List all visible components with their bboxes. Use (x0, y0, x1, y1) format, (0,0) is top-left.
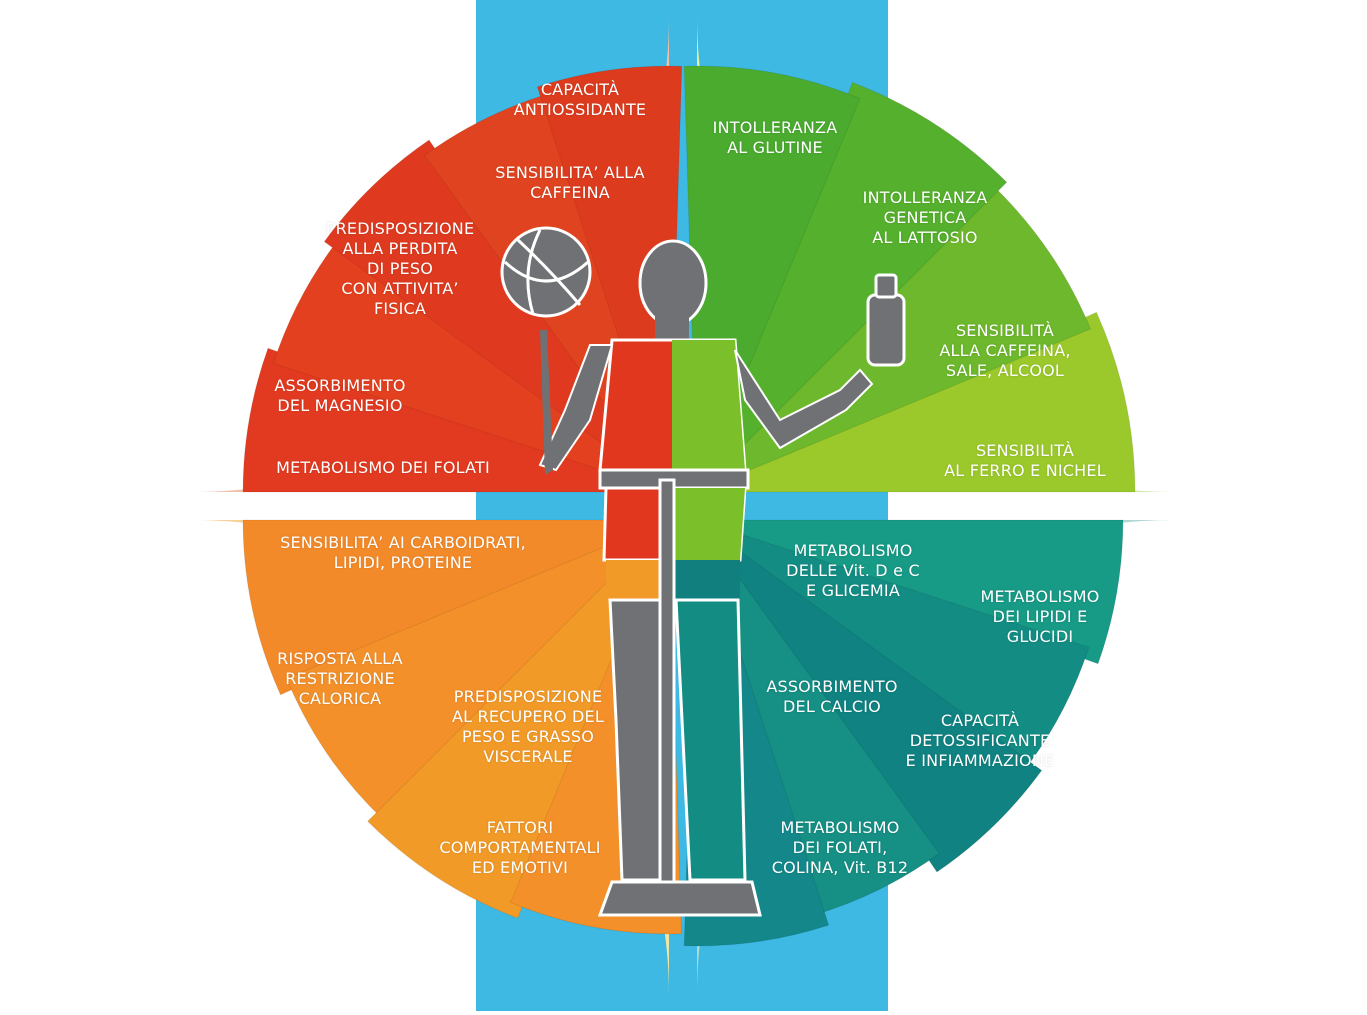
wedge-bottom-left-0 (242, 519, 670, 696)
label-sensibilita-caffeina-sale-alcool: SENSIBILITÀ ALLA CAFFEINA, SALE, ALCOOL (939, 321, 1071, 380)
label-sensibilita-caffeina: SENSIBILITA’ ALLA CAFFEINA (495, 163, 645, 202)
finger-left (540, 330, 553, 475)
arm-left (538, 344, 614, 472)
label-intolleranza-lattosio: INTOLLERANZA GENETICA AL LATTOSIO (862, 188, 988, 247)
basketball-lines (503, 229, 590, 315)
scale-pole (658, 478, 676, 902)
label-intolleranza-glutine: INTOLLERANZA AL GLUTINE (712, 118, 838, 157)
hips-right (672, 488, 745, 560)
shorts-left (606, 560, 672, 600)
label-risposta-restrizione-calorica: RISPOSTA ALLA RESTRIZIONE CALORICA (277, 649, 403, 708)
bottle-cap (874, 273, 898, 299)
label-capacita-antiossidante: CAPACITÀ ANTIOSSIDANTE (513, 80, 647, 119)
label-predisposizione-recupero-peso: PREDISPOSIZIONE AL RECUPERO DEL PESO E G… (452, 687, 604, 766)
wedge-top-right-0 (696, 311, 1136, 493)
label-metabolismo-vit-d-c: METABOLISMO DELLE Vit. D e C E GLICEMIA (786, 541, 920, 600)
label-sensibilita-ferro-nichel: SENSIBILITÀ AL FERRO E NICHEL (944, 441, 1106, 480)
label-capacita-detossificante: CAPACITÀ DETOSSIFICANTE E INFIAMMAZIONE (905, 711, 1055, 770)
basketball-icon (500, 226, 592, 318)
arm-right (734, 349, 874, 450)
wedge-top-right-2 (696, 81, 1008, 493)
label-metabolismo-folati-colina: METABOLISMO DEI FOLATI, COLINA, Vit. B12 (771, 818, 909, 877)
head (638, 239, 708, 327)
label-assorbimento-calcio: ASSORBIMENTO DEL CALCIO (766, 677, 898, 716)
label-sensibilita-carboidrati: SENSIBILITA’ AI CARBOIDRATI, LIPIDI, PRO… (280, 533, 526, 572)
label-assorbimento-magnesio: ASSORBIMENTO DEL MAGNESIO (274, 376, 406, 415)
bottle-icon (866, 293, 906, 367)
scale-base (597, 880, 762, 917)
label-metabolismo-lipidi-glucidi: METABOLISMO DEI LIPIDI E GLUCIDI (980, 587, 1100, 646)
shorts-right (672, 560, 740, 600)
label-fattori-comportamentali: FATTORI COMPORTAMENTALI ED EMOTIVI (439, 818, 601, 877)
label-predisposizione-perdita-peso: PREDISPOSIZIONE ALLA PERDITA DI PESO CON… (325, 219, 475, 318)
wedge-bottom-left-2 (367, 519, 670, 919)
wedge-bottom-right-2 (696, 519, 1043, 873)
leg-left (608, 598, 670, 882)
label-metabolismo-folati: METABOLISMO DEI FOLATI (276, 458, 490, 477)
leg-right (674, 598, 747, 882)
torso-right (672, 340, 745, 470)
person-on-scale-figure (500, 226, 906, 917)
